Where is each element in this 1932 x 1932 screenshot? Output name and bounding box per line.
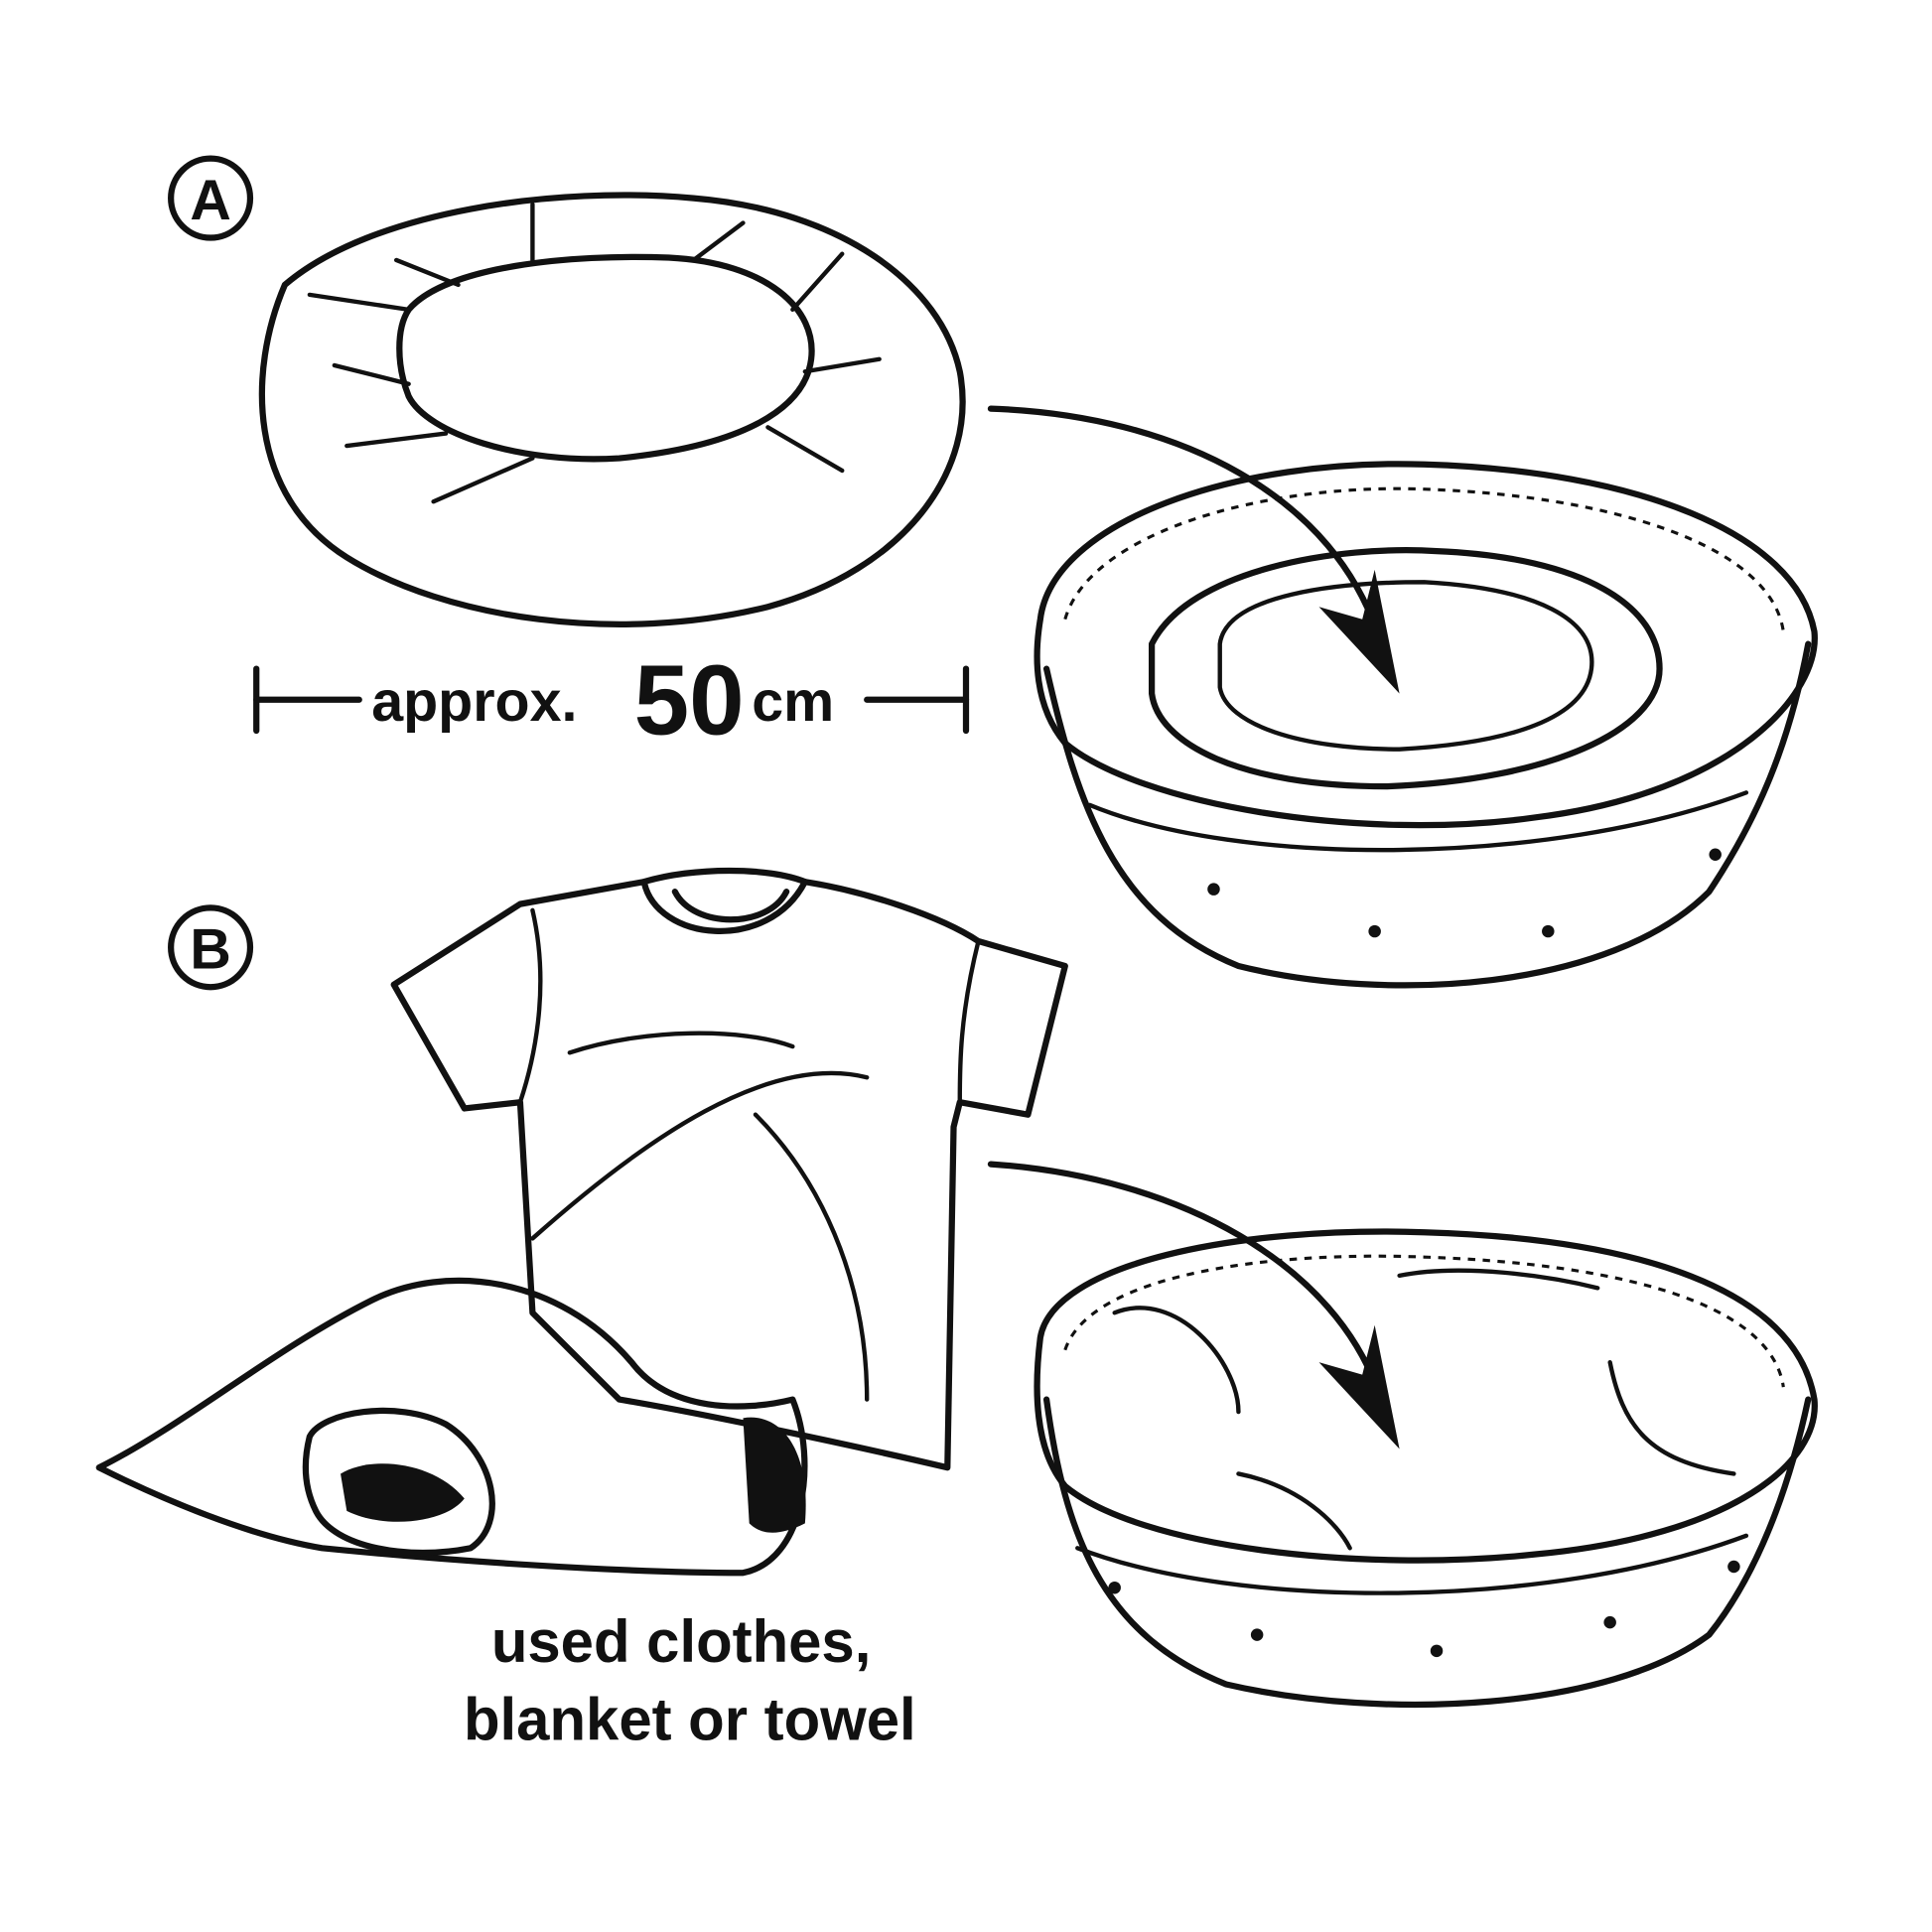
caption-line-2: blanket or towel (464, 1687, 916, 1753)
step-a-label: A (190, 169, 230, 232)
step-a-badge: A (168, 155, 254, 241)
dimension-unit: cm (752, 670, 834, 734)
caption-line-1: used clothes, (491, 1608, 872, 1675)
basket-with-cushion-illustration (1034, 461, 1818, 989)
step-b-badge: B (168, 904, 254, 991)
dimension-prefix: approx. (371, 670, 577, 734)
basket-with-clothes-illustration (1034, 1228, 1818, 1709)
clothes-illustration (95, 867, 1068, 1577)
caption: used clothes, blanket or towel (464, 1608, 916, 1753)
donut-cushion-illustration (258, 192, 966, 627)
dimension-indicator: approx. 50 cm (253, 646, 970, 757)
dimension-value: 50 (634, 646, 745, 757)
step-b-label: B (190, 917, 230, 981)
arrow-b-icon (987, 1161, 1400, 1449)
arrow-a-icon (987, 405, 1400, 694)
